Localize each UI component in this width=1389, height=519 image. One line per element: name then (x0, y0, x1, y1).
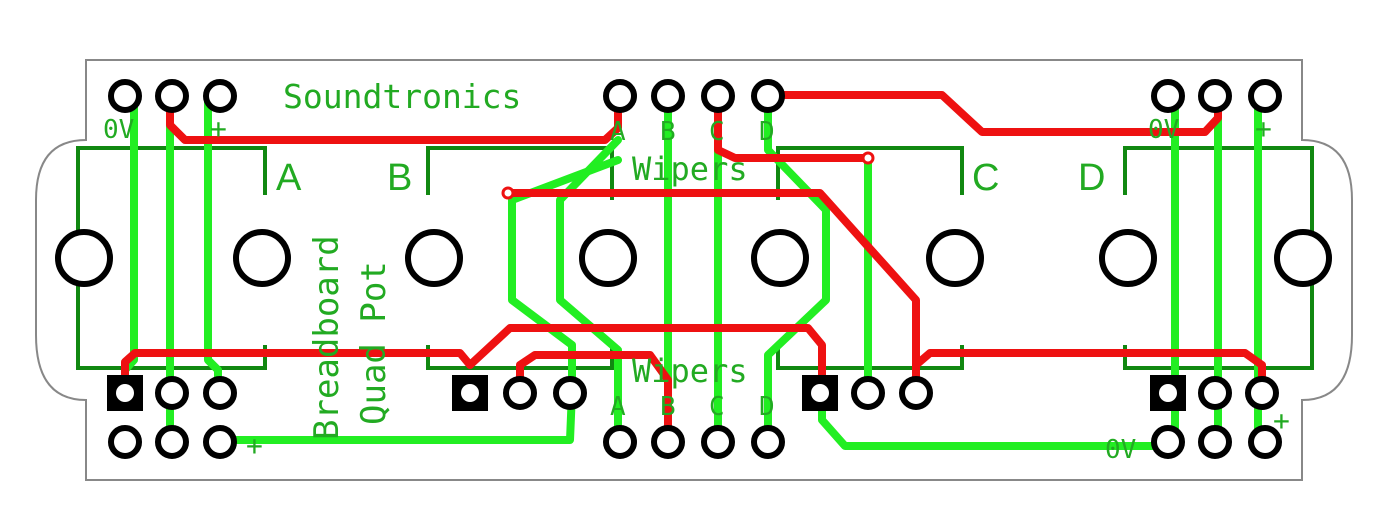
red-traces (121, 91, 1266, 444)
product-label-line1: Breadboard (307, 235, 347, 440)
pot-pin-pads (107, 375, 1279, 411)
wiper-letter-bottom-a: A (610, 392, 626, 422)
wiper-letter-bottom-c: C (709, 392, 725, 422)
left-plus-label: + (210, 112, 227, 145)
bottom-header-pads (108, 425, 1282, 459)
vias (501, 151, 875, 200)
bottom-zero-v-right-label: 0V (1105, 435, 1136, 465)
wiper-letter-bottom-d: D (759, 392, 775, 422)
wiper-letter-top-d: D (759, 117, 775, 147)
product-label-line2: Quad Pot (354, 261, 394, 425)
top-header-pads (108, 79, 1282, 113)
wiper-letter-top-a: A (610, 117, 626, 147)
pot-label-c: C (972, 157, 999, 199)
wiper-letter-top-c: C (709, 117, 725, 147)
bottom-plus-right-label: + (1273, 404, 1290, 437)
wipers-bottom-label: Wipers (632, 352, 748, 390)
wiper-letter-bottom-b: B (660, 392, 676, 422)
right-zero-v-top-label: 0V (1148, 115, 1179, 145)
wiper-letter-top-b: B (660, 117, 676, 147)
left-zero-v-label: 0V (103, 115, 134, 145)
pot-label-d: D (1078, 157, 1105, 199)
right-plus-top-label: + (1255, 112, 1272, 145)
pot-holes (55, 229, 1332, 287)
wipers-top-label: Wipers (632, 150, 748, 188)
board-outline (35, 59, 1353, 481)
bottom-plus-left-label: + (246, 429, 263, 462)
brand-label: Soundtronics (283, 77, 521, 116)
pot-label-a: A (276, 157, 302, 199)
pot-label-b: B (387, 157, 412, 199)
